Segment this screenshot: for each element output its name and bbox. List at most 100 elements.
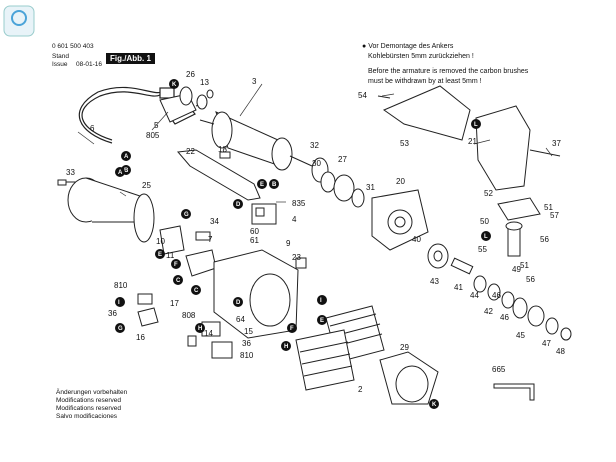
part-label: 49 [512, 265, 521, 274]
reference-badges: A B K D E G E F C D I G H I E F H K L L … [115, 79, 491, 409]
footer-line-1: Änderungen vorbehalten [56, 389, 128, 396]
part-label: 34 [210, 217, 219, 226]
stand-label: Stand [52, 53, 69, 60]
badge-icon: K [429, 399, 439, 409]
badge-icon: D [233, 297, 243, 307]
svg-text:K: K [432, 402, 437, 408]
switch-unit [251, 203, 277, 225]
svg-text:E: E [320, 318, 324, 324]
badge-icon: F [287, 323, 297, 333]
housing-cap [67, 177, 155, 243]
logo-icon [3, 5, 35, 37]
svg-text:F: F [174, 262, 178, 268]
badge-icon: G [181, 209, 191, 219]
part-label: 21 [468, 137, 477, 146]
part-label: 6 [90, 124, 95, 133]
svg-text:B: B [124, 168, 129, 174]
part-label: 22 [186, 147, 195, 156]
badge-icon: A [115, 167, 125, 177]
badge-icon: L [471, 119, 481, 129]
part-number: 0 601 500 403 [52, 43, 94, 50]
part-label: 9 [286, 239, 291, 248]
part-label: 4 [292, 215, 297, 224]
part-label: 64 [236, 315, 245, 324]
spindle-assembly [497, 197, 541, 257]
motor-housing [213, 249, 307, 339]
note-de-2: Kohlebürsten 5mm zurückziehen ! [368, 53, 474, 60]
part-label: 52 [484, 189, 493, 198]
badge-icon: L [481, 231, 491, 241]
part-label: 55 [478, 245, 487, 254]
footer-line-3: Modifications reserved [56, 405, 122, 412]
part-label: 48 [556, 347, 565, 356]
part-label: 47 [542, 339, 551, 348]
part-label: 41 [454, 283, 463, 292]
part-label: 13 [200, 78, 209, 87]
badge-icon: H [195, 323, 205, 333]
part-label: 10 [156, 237, 165, 246]
part-label: 56 [540, 235, 549, 244]
part-label: 33 [66, 168, 75, 177]
svg-text:D: D [236, 300, 241, 306]
side-handle [475, 105, 561, 191]
badge-icon: F [171, 259, 181, 269]
badge-icon: E [155, 249, 165, 259]
part-label: 51 [520, 261, 529, 270]
badge-icon: C [191, 285, 201, 295]
part-label: 36 [108, 309, 117, 318]
svg-text:L: L [484, 234, 488, 240]
part-label: 16 [136, 333, 145, 342]
footer-line-4: Salvo modificaciones [56, 413, 118, 420]
part-label: 32 [310, 141, 319, 150]
part-label: 11 [166, 251, 175, 260]
part-label: 835 [292, 199, 306, 208]
badge-icon: A [121, 151, 131, 161]
part-label: 7 [208, 235, 213, 244]
part-label: 45 [516, 331, 525, 340]
part-label: 46 [492, 291, 501, 300]
part-label: 56 [526, 275, 535, 284]
gear-and-washers [427, 243, 572, 341]
part-label: 50 [480, 217, 489, 226]
issue-date: 08-01-16 [76, 61, 103, 68]
part-label: 61 [250, 236, 259, 245]
part-label: 810 [240, 351, 254, 360]
svg-text:H: H [198, 326, 202, 332]
part-label: 51 [544, 203, 553, 212]
field-coil-lower [295, 329, 355, 391]
svg-text:A: A [118, 170, 123, 176]
part-label: 46 [500, 313, 509, 322]
part-label: 60 [250, 227, 259, 236]
svg-text:C: C [176, 278, 181, 284]
issue-label: Issue [52, 61, 68, 68]
badge-icon: E [257, 179, 267, 189]
carbon-brush-parts [137, 293, 159, 327]
part-label: 42 [484, 307, 493, 316]
note-en-1: Before the armature is removed the carbo… [368, 68, 529, 75]
wheel-guard [377, 85, 471, 141]
svg-text:E: E [158, 252, 162, 258]
badge-icon: I [317, 295, 327, 305]
armature [199, 111, 313, 171]
part-labels: 3 13 26 6 5 805 33 25 22 18 32 30 27 31 … [66, 70, 565, 394]
badge-icon: I [115, 297, 125, 307]
bearings-left [179, 86, 214, 110]
part-label: 14 [204, 329, 213, 338]
part-label: 810 [114, 281, 128, 290]
note-de-1: ● Vor Demontage des Ankers [362, 43, 454, 50]
svg-text:G: G [118, 326, 123, 332]
bracket-22 [177, 149, 261, 201]
part-label: 27 [338, 155, 347, 164]
svg-text:C: C [194, 288, 199, 294]
brush-holder-parts [159, 225, 217, 277]
svg-text:D: D [236, 202, 241, 208]
svg-text:B: B [272, 182, 277, 188]
badge-icon: E [317, 315, 327, 325]
allen-key [493, 383, 535, 401]
part-label: 30 [312, 159, 321, 168]
footer-line-2: Modifications reserved [56, 397, 122, 404]
svg-text:A: A [124, 154, 129, 160]
part-label: 44 [470, 291, 479, 300]
part-label: 2 [358, 385, 363, 394]
